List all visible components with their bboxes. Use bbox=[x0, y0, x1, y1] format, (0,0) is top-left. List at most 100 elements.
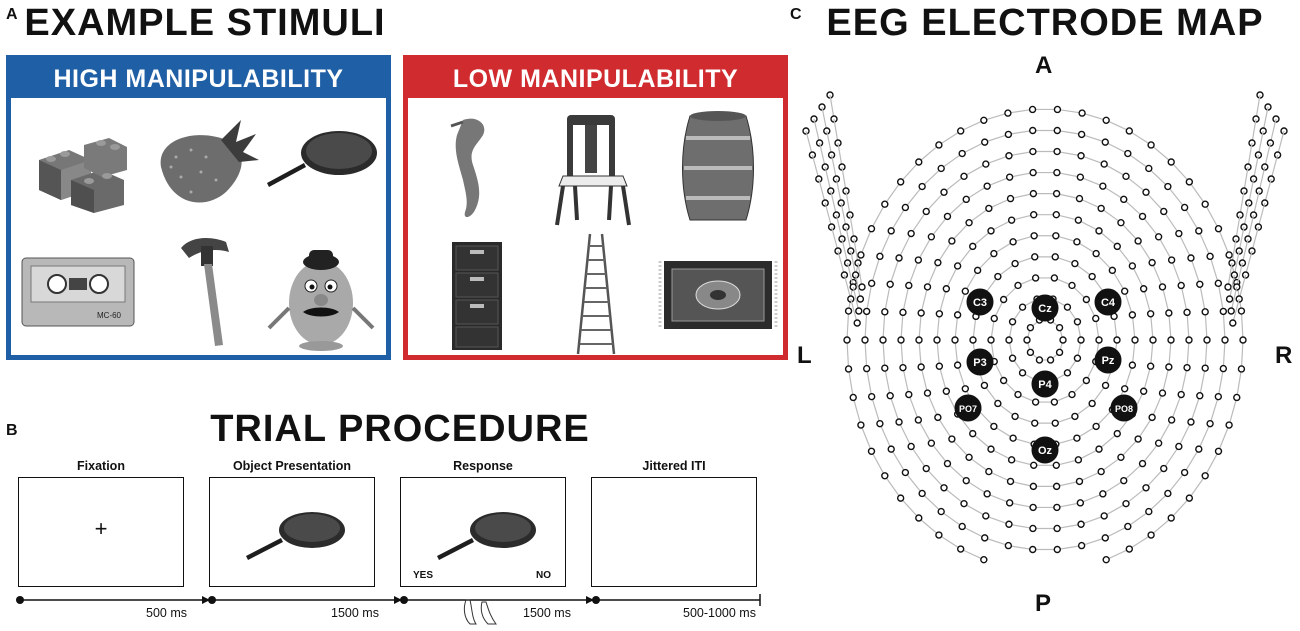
electrode bbox=[1101, 138, 1109, 146]
electrode-link bbox=[1240, 311, 1244, 341]
electrode bbox=[1075, 477, 1084, 486]
electrode-link bbox=[835, 214, 843, 240]
electrode bbox=[862, 307, 871, 316]
electrode-link bbox=[1079, 471, 1102, 482]
electrode bbox=[879, 336, 887, 344]
electrode bbox=[1050, 274, 1059, 282]
electrode bbox=[1108, 266, 1117, 275]
electrode bbox=[935, 310, 944, 318]
electrode-link bbox=[1011, 214, 1034, 221]
electrode-link bbox=[866, 368, 873, 397]
electrode bbox=[1154, 439, 1163, 447]
electrode bbox=[922, 207, 930, 216]
electrode-link bbox=[1100, 207, 1122, 224]
electrode bbox=[965, 453, 973, 462]
electrode-link bbox=[864, 339, 868, 369]
electrode bbox=[1128, 361, 1137, 369]
electrode-link bbox=[1230, 286, 1238, 312]
response-label: Response bbox=[453, 459, 513, 473]
electrode-link bbox=[900, 161, 920, 183]
electrode-link bbox=[954, 339, 959, 366]
electrode bbox=[1095, 336, 1103, 344]
electrode bbox=[896, 178, 905, 186]
electrode-link bbox=[1217, 283, 1224, 312]
electrode bbox=[895, 254, 903, 262]
electrode-link bbox=[1227, 262, 1233, 288]
electrode-link bbox=[821, 106, 828, 132]
electrode-p4 bbox=[1031, 370, 1059, 398]
electrode bbox=[1138, 459, 1147, 468]
electrode-link bbox=[990, 448, 1012, 461]
electrode bbox=[1077, 520, 1085, 528]
electrode bbox=[1052, 189, 1061, 198]
electrode bbox=[1214, 447, 1223, 455]
electrode-link bbox=[1264, 142, 1271, 168]
electrode-link bbox=[1113, 316, 1118, 341]
electrode bbox=[1088, 272, 1096, 281]
electrode bbox=[1102, 555, 1110, 564]
electrode bbox=[1073, 238, 1081, 246]
electrode-label: P3 bbox=[973, 357, 986, 369]
electrode bbox=[1165, 363, 1173, 371]
electrode-link bbox=[1199, 284, 1206, 312]
electrode bbox=[886, 280, 894, 288]
electrode-link bbox=[993, 425, 1014, 439]
electrode bbox=[1068, 390, 1076, 399]
electrode-link bbox=[1232, 298, 1240, 324]
electrode-link bbox=[1098, 230, 1118, 247]
iti-duration: 500-1000 ms bbox=[683, 606, 756, 620]
electrode-link bbox=[1080, 176, 1104, 187]
electrode bbox=[961, 287, 970, 295]
electrode bbox=[1031, 274, 1040, 282]
electrode-link bbox=[938, 288, 947, 314]
electrode bbox=[1185, 178, 1194, 186]
electrode bbox=[1139, 387, 1148, 395]
electrode bbox=[956, 127, 965, 135]
electrode-link bbox=[1098, 433, 1118, 450]
electrode-link bbox=[1222, 311, 1226, 341]
electrode bbox=[951, 336, 959, 344]
electrode-link bbox=[1245, 250, 1253, 276]
electrode bbox=[857, 251, 865, 259]
electrode-link bbox=[1236, 368, 1243, 398]
electrode bbox=[1113, 336, 1121, 344]
electrode-link bbox=[910, 446, 927, 469]
electrode-link bbox=[961, 141, 985, 155]
electrode bbox=[1122, 172, 1130, 181]
electrode-link bbox=[1217, 424, 1230, 452]
electrode-link bbox=[1111, 270, 1126, 292]
electrode bbox=[917, 309, 925, 317]
electrode bbox=[1074, 216, 1083, 224]
electrode bbox=[1177, 390, 1185, 399]
electrode bbox=[999, 295, 1008, 304]
electrode bbox=[1095, 227, 1103, 235]
electrode bbox=[985, 204, 993, 213]
electrode bbox=[1029, 147, 1037, 156]
electrode-link bbox=[960, 119, 985, 132]
electrode-link bbox=[837, 250, 845, 276]
electrode bbox=[1097, 467, 1105, 476]
side-electrode bbox=[827, 187, 835, 195]
electrode bbox=[980, 381, 989, 390]
electrode-link bbox=[1198, 230, 1211, 257]
electrode-link bbox=[940, 511, 963, 527]
barrel-icon bbox=[682, 111, 754, 221]
electrode-link bbox=[900, 497, 920, 519]
electrode bbox=[1175, 229, 1183, 238]
electrode-link bbox=[1105, 525, 1129, 539]
electrode bbox=[1214, 225, 1223, 233]
electrode-link bbox=[930, 216, 948, 238]
electrode bbox=[1092, 314, 1100, 323]
electrode bbox=[960, 499, 968, 508]
electrode bbox=[973, 266, 982, 275]
electrode-link bbox=[938, 130, 962, 146]
electrode bbox=[1095, 445, 1103, 453]
electrode-link bbox=[1158, 236, 1173, 261]
electrode bbox=[1124, 522, 1132, 531]
electrode bbox=[1134, 435, 1142, 443]
electrode-link bbox=[1167, 186, 1186, 208]
electrode-link bbox=[811, 154, 820, 180]
electrode bbox=[942, 285, 951, 293]
electrode bbox=[1147, 141, 1155, 149]
panel-c-letter: C bbox=[790, 6, 802, 23]
